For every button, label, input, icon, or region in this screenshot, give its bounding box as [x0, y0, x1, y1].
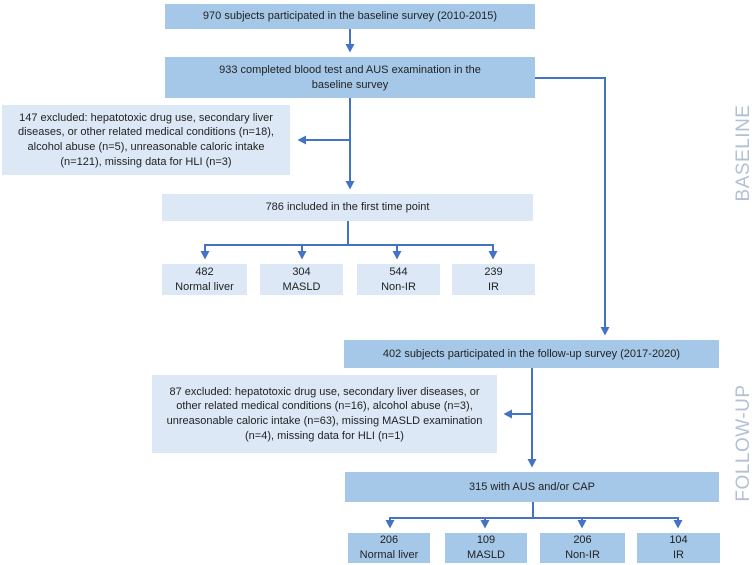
- node-completed-exam: 933 completed blood test and AUS examina…: [165, 57, 535, 98]
- section-label-followup: FOLLOW-UP: [733, 384, 754, 502]
- node-followup-non-ir: 206 Non-IR: [540, 533, 625, 563]
- node-first-timepoint-text: 786 included in the first time point: [265, 201, 430, 214]
- node-followup-excluded-text: 87 excluded: hepatotoxic drug use, secon…: [166, 385, 483, 442]
- node-followup-excluded: 87 excluded: hepatotoxic drug use, secon…: [152, 375, 497, 453]
- node-followup-survey-text: 402 subjects participated in the follow-…: [382, 347, 681, 360]
- node-baseline-excluded: 147 excluded: hepatotoxic drug use, seco…: [2, 105, 290, 175]
- node-baseline-ir: 239 IR: [452, 264, 535, 295]
- group-count: 304: [292, 265, 311, 278]
- group-label: Normal liver: [359, 549, 419, 561]
- group-label: MASLD: [282, 280, 321, 293]
- group-count: 109: [476, 534, 496, 547]
- node-baseline-masld: 304 MASLD: [260, 264, 343, 295]
- group-label: Non-IR: [565, 549, 600, 561]
- node-completed-exam-text: 933 completed blood test and AUS examina…: [219, 63, 481, 91]
- node-followup-ir: 104 IR: [637, 533, 720, 563]
- group-label: Non-IR: [381, 280, 416, 293]
- node-baseline-non-ir: 544 Non-IR: [357, 264, 440, 295]
- node-first-timepoint: 786 included in the first time point: [162, 194, 533, 221]
- node-aus-cap-text: 315 with AUS and/or CAP: [469, 480, 595, 493]
- node-baseline-excluded-text: 147 excluded: hepatotoxic drug use, seco…: [18, 111, 274, 168]
- group-count: 239: [484, 265, 503, 278]
- node-baseline-survey-text: 970 subjects participated in the baselin…: [202, 10, 498, 23]
- group-label: IR: [488, 280, 499, 293]
- group-label: IR: [673, 549, 684, 561]
- group-count: 482: [195, 265, 214, 278]
- group-count: 544: [389, 265, 408, 278]
- node-followup-normal-liver: 206 Normal liver: [348, 533, 430, 563]
- group-label: MASLD: [467, 549, 505, 561]
- node-followup-masld: 109 MASLD: [445, 533, 527, 563]
- group-count: 206: [573, 534, 592, 547]
- node-followup-survey: 402 subjects participated in the follow-…: [344, 340, 719, 368]
- group-count: 104: [669, 534, 688, 547]
- group-count: 206: [379, 534, 399, 547]
- group-label: Normal liver: [175, 280, 234, 293]
- node-baseline-survey: 970 subjects participated in the baselin…: [165, 4, 535, 29]
- node-baseline-normal-liver: 482 Normal liver: [162, 264, 247, 295]
- node-aus-cap: 315 with AUS and/or CAP: [345, 472, 719, 502]
- section-label-baseline: BASELINE: [733, 104, 754, 202]
